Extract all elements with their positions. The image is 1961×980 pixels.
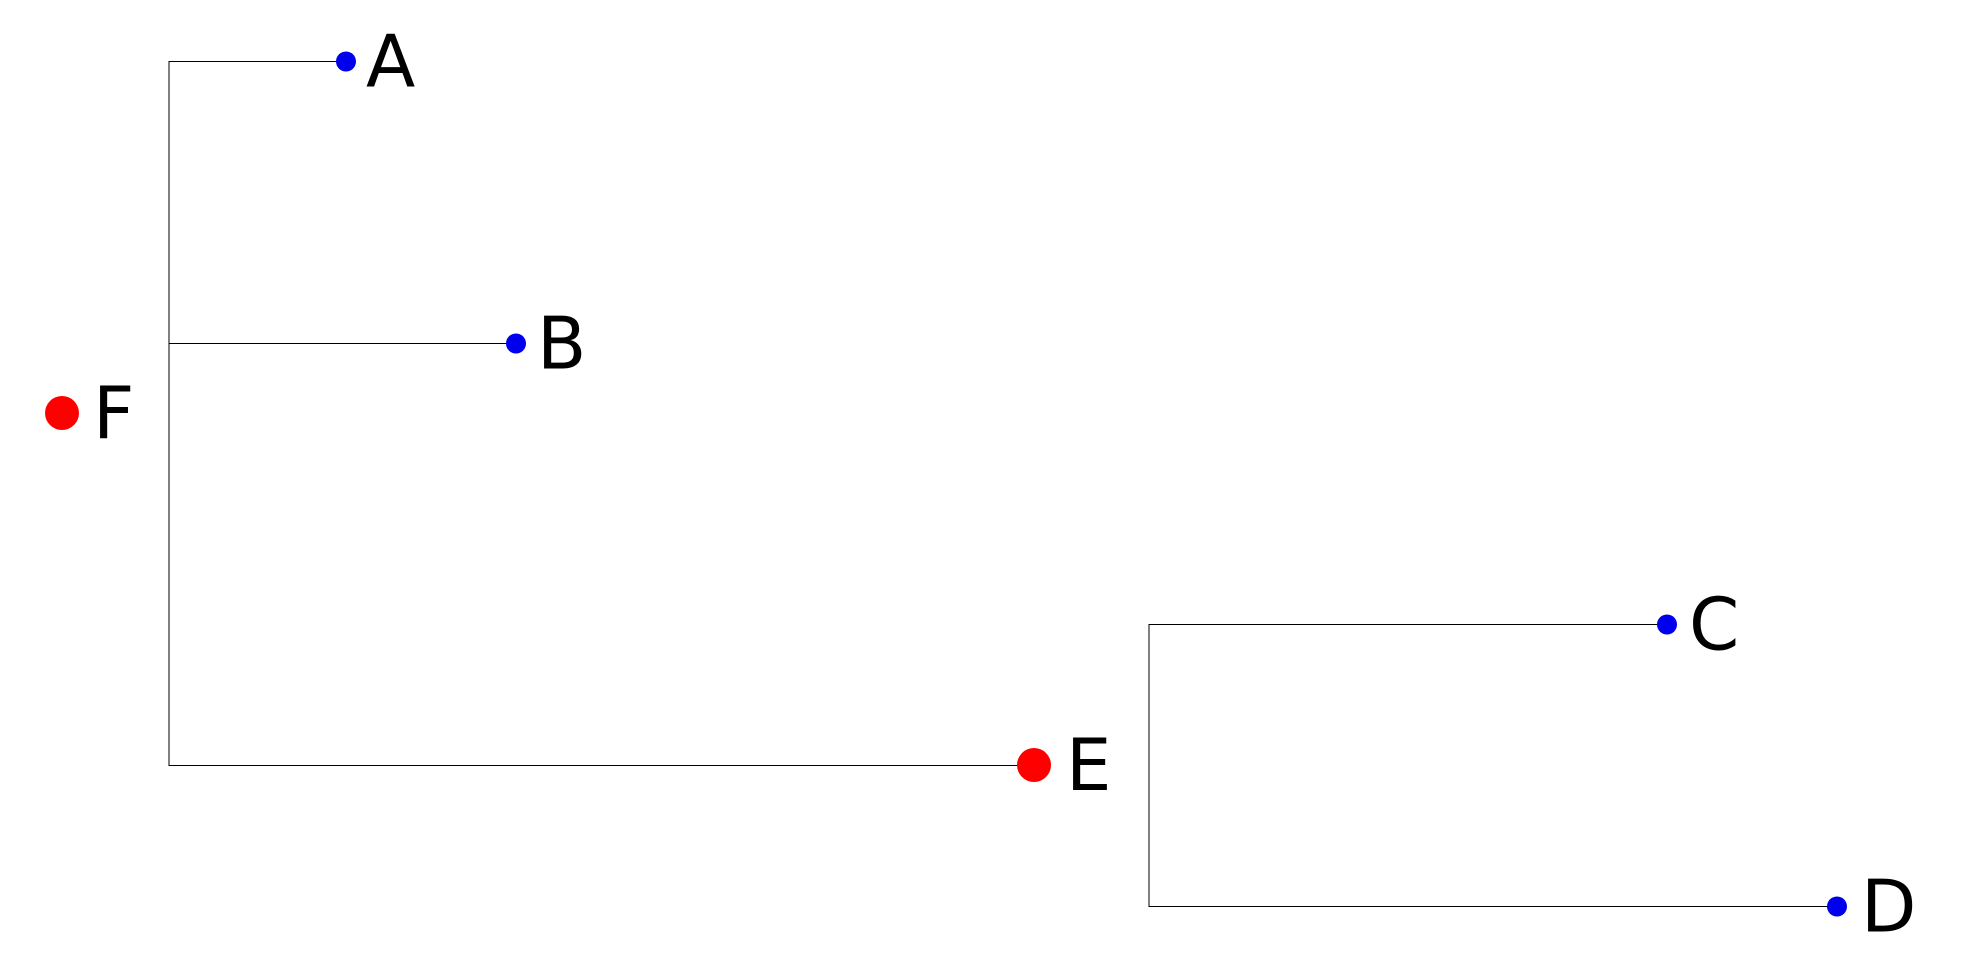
edge-F-B bbox=[168, 343, 516, 372]
node-C: C bbox=[1657, 583, 1739, 667]
internal-node-marker bbox=[45, 396, 79, 430]
node-D: D bbox=[1827, 865, 1916, 949]
leaf-node-marker bbox=[1657, 614, 1677, 635]
node-label-E: E bbox=[1066, 723, 1112, 807]
leaf-node-marker bbox=[336, 51, 356, 72]
node-label-A: A bbox=[366, 20, 415, 104]
edge-E-C bbox=[1148, 624, 1667, 765]
leaf-node-marker bbox=[506, 333, 526, 354]
node-label-D: D bbox=[1861, 865, 1916, 949]
node-label-F: F bbox=[93, 371, 134, 455]
node-B: B bbox=[506, 302, 586, 386]
internal-node-marker bbox=[1017, 748, 1051, 782]
node-label-C: C bbox=[1689, 583, 1739, 667]
leaf-node-marker bbox=[1827, 896, 1847, 917]
node-F: F bbox=[45, 371, 134, 455]
node-label-B: B bbox=[537, 302, 586, 386]
tree-nodes: F E A B C D bbox=[45, 20, 1916, 949]
edge-F-A bbox=[168, 61, 346, 372]
tree-edges bbox=[168, 61, 1837, 907]
edge-F-E bbox=[168, 372, 1034, 766]
node-E: E bbox=[1017, 723, 1112, 807]
node-A: A bbox=[336, 20, 415, 104]
edge-E-D bbox=[1148, 765, 1837, 907]
